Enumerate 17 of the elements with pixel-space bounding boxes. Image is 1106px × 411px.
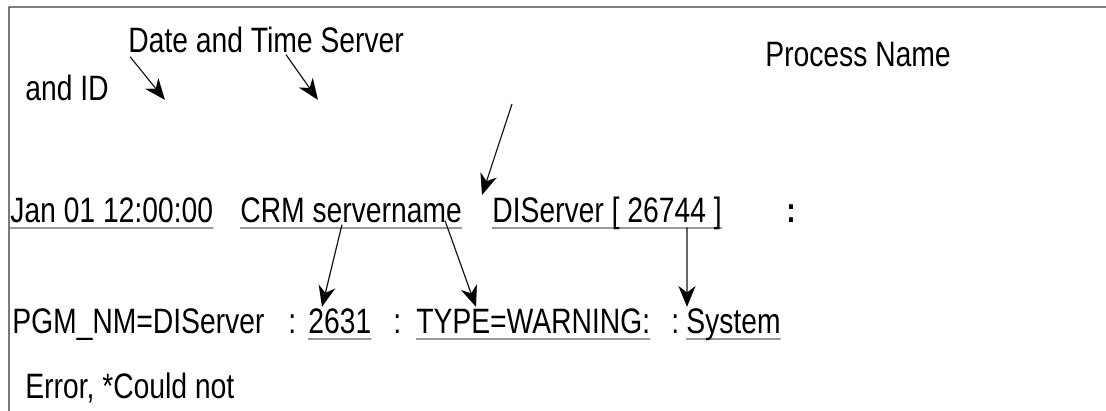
underlined-text: DIServer [ 26744 ] — [491, 196, 723, 230]
underlined-text: 2631 — [307, 308, 372, 340]
callout-text: Date and Time Server — [130, 26, 404, 53]
log-text: : — [290, 314, 294, 333]
underlined-text: Jan 01 12:00:00 — [9, 197, 214, 229]
underlined-text: System — [685, 308, 782, 341]
arrow — [285, 54, 318, 100]
log-text: : — [395, 314, 399, 333]
log-text: and ID — [26, 74, 108, 101]
log-text: PGM_NM=DIServer — [14, 308, 264, 341]
log-text: : — [673, 314, 677, 333]
underlined-text: CRM servername — [239, 197, 463, 229]
callout-text: Process Name — [767, 41, 950, 67]
log-text: Error, *Could not — [27, 372, 234, 403]
underlined-text: TYPE=WARNING: — [415, 308, 651, 340]
arrow — [129, 56, 165, 100]
log-text: : — [789, 204, 793, 222]
